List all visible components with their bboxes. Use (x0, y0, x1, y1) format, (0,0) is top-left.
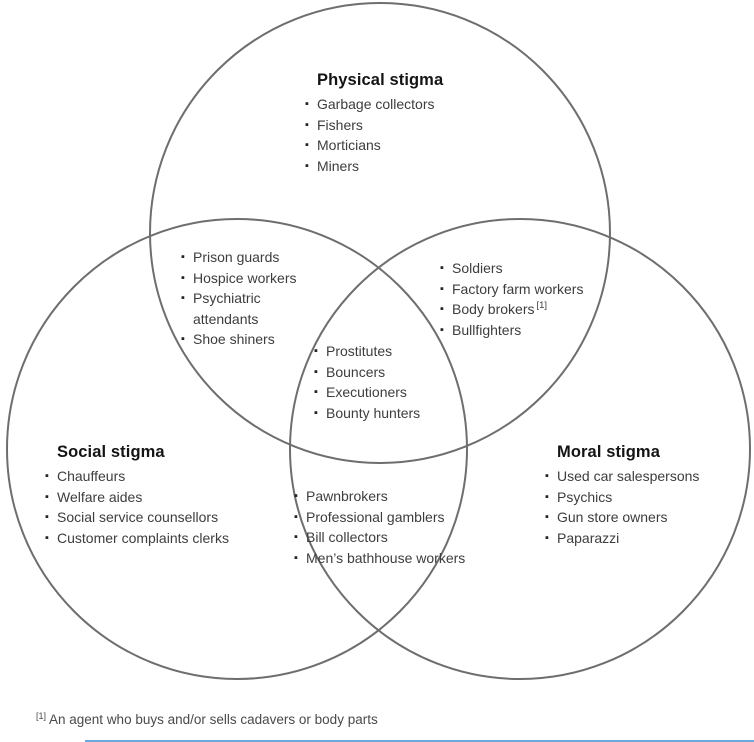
physical-stigma-list: Garbage collectors Fishers Morticians Mi… (305, 94, 480, 176)
bullet-icon (45, 487, 49, 508)
social-stigma-title: Social stigma (57, 443, 165, 461)
physical-moral-list: Soldiers Factory farm workers Body broke… (440, 258, 620, 340)
list-item: Social service counsellors (45, 507, 290, 528)
moral-stigma-list: Used car salespersons Psychics Gun store… (545, 466, 745, 548)
moral-stigma-title: Moral stigma (557, 443, 660, 461)
list-item: Bullfighters (440, 320, 620, 341)
list-item: Gun store owners (545, 507, 745, 528)
bullet-icon (45, 528, 49, 549)
physical-stigma-circle (149, 2, 611, 464)
list-item: Body brokers[1] (440, 299, 620, 320)
bullet-icon (440, 299, 444, 320)
bullet-icon (181, 268, 185, 289)
list-item: Miners (305, 156, 480, 177)
list-item: Welfare aides (45, 487, 290, 508)
bullet-icon (45, 466, 49, 487)
bullet-icon (181, 329, 185, 350)
region-social-moral-overlap: Pawnbrokers Professional gamblers Bill c… (294, 486, 470, 568)
list-item: Shoe shiners (181, 329, 311, 350)
list-item: Bill collectors (294, 527, 470, 548)
bullet-icon (440, 279, 444, 300)
region-social-stigma: Social stigma Chauffeurs Welfare aides S… (45, 441, 290, 548)
list-item: Prison guards (181, 247, 311, 268)
list-item: Used car salespersons (545, 466, 745, 487)
bullet-icon (45, 507, 49, 528)
footnote-marker: [1] (36, 710, 47, 721)
list-item: Paparazzi (545, 528, 745, 549)
footnote-ref-marker: [1] (536, 300, 548, 312)
region-moral-stigma: Moral stigma Used car salespersons Psych… (545, 441, 745, 548)
physical-stigma-title: Physical stigma (317, 71, 444, 89)
footnote: [1]An agent who buys and/or sells cadave… (36, 711, 378, 729)
bullet-icon (305, 135, 309, 156)
list-item: Hospice workers (181, 268, 311, 289)
social-moral-list: Pawnbrokers Professional gamblers Bill c… (294, 486, 470, 568)
list-item: Psychics (545, 487, 745, 508)
list-item: Garbage collectors (305, 94, 480, 115)
bullet-icon (545, 466, 549, 487)
region-center-overlap: Prostitutes Bouncers Executioners Bounty… (314, 341, 454, 423)
bullet-icon (545, 507, 549, 528)
bullet-icon (294, 486, 298, 507)
list-item: Fishers (305, 115, 480, 136)
bullet-icon (314, 362, 318, 383)
bullet-icon (314, 341, 318, 362)
bullet-icon (440, 258, 444, 279)
bullet-icon (545, 487, 549, 508)
list-item: Pawnbrokers (294, 486, 470, 507)
region-physical-social-overlap: Prison guards Hospice workers Psychiatri… (181, 247, 311, 350)
region-physical-moral-overlap: Soldiers Factory farm workers Body broke… (440, 258, 620, 340)
bullet-icon (305, 156, 309, 177)
list-item: Men’s bathhouse workers (294, 548, 470, 569)
region-physical-stigma: Physical stigma Garbage collectors Fishe… (305, 69, 480, 176)
social-stigma-circle (6, 218, 468, 680)
list-item: Bounty hunters (314, 403, 454, 424)
footnote-text: An agent who buys and/or sells cadavers … (49, 712, 378, 727)
moral-stigma-circle (289, 218, 751, 680)
list-item: Executioners (314, 382, 454, 403)
center-list: Prostitutes Bouncers Executioners Bounty… (314, 341, 454, 423)
list-item: Factory farm workers (440, 279, 620, 300)
bullet-icon (545, 528, 549, 549)
bullet-icon (181, 288, 185, 309)
list-item: Chauffeurs (45, 466, 290, 487)
list-item: Soldiers (440, 258, 620, 279)
bullet-icon (440, 320, 444, 341)
bottom-border-line (85, 740, 754, 742)
social-stigma-list: Chauffeurs Welfare aides Social service … (45, 466, 290, 548)
bullet-icon (294, 527, 298, 548)
bullet-icon (305, 94, 309, 115)
bullet-icon (305, 115, 309, 136)
bullet-icon (181, 247, 185, 268)
list-item: Morticians (305, 135, 480, 156)
list-item: Prostitutes (314, 341, 454, 362)
list-item: Professional gamblers (294, 507, 470, 528)
list-item: Customer complaints clerks (45, 528, 290, 549)
physical-social-list: Prison guards Hospice workers Psychiatri… (181, 247, 311, 350)
bullet-icon (314, 382, 318, 403)
bullet-icon (314, 403, 318, 424)
bullet-icon (294, 507, 298, 528)
list-item: Bouncers (314, 362, 454, 383)
list-item: Psychiatric attendants (181, 288, 311, 329)
bullet-icon (294, 548, 298, 569)
